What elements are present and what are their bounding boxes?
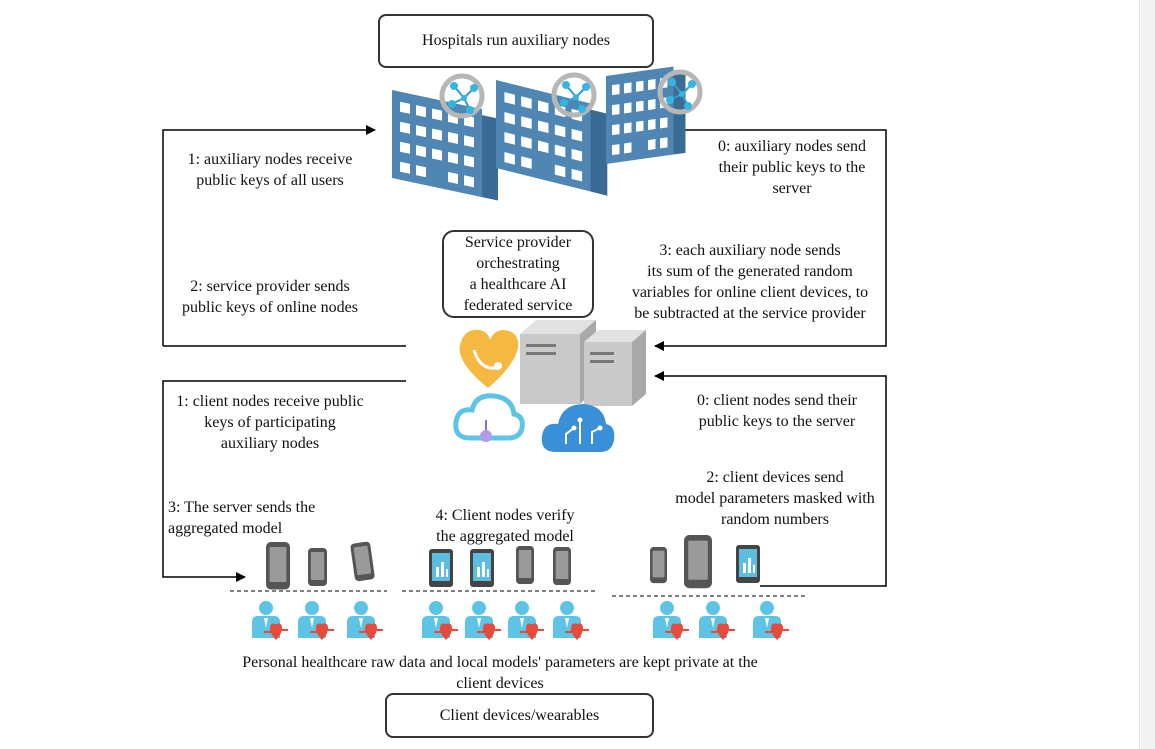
patient-heartbeat-icon — [251, 600, 289, 641]
label-clients-verify: 4: Client nodes verify the aggregated mo… — [435, 507, 575, 545]
smartphone-icon — [308, 548, 327, 586]
smartphone-icon — [553, 547, 571, 585]
patient-heartbeat-icon — [346, 600, 384, 641]
cloud-icon — [453, 393, 525, 442]
patient-heartbeat-icon — [552, 600, 590, 641]
label-client-send-params: 2: client devices send model parameters … — [675, 469, 875, 528]
arrow-client-send-keys — [654, 371, 887, 587]
line-client-receive-keys — [162, 380, 406, 582]
label-privacy-note: Personal healthcare raw data and local m… — [242, 654, 758, 692]
tablet-icon — [736, 545, 760, 583]
patient-heartbeat-icon — [752, 600, 790, 641]
patient-heartbeat-icon — [464, 600, 502, 641]
vertical-scrollbar[interactable] — [1139, 0, 1155, 749]
patient-heartbeat-icon — [421, 600, 459, 641]
smartphone-icon — [684, 535, 712, 589]
label-server-sends-model: 3: The server sends the aggregated model — [168, 499, 316, 537]
arrow-aux-receive-keys — [162, 125, 376, 346]
server-icon — [584, 330, 646, 406]
service-provider-box: Service provider orchestrating a healthc… — [442, 230, 594, 318]
patient-heartbeat-icon — [507, 600, 545, 641]
cloud-circuit-icon — [541, 404, 615, 452]
label-client-send-keys: 0: client nodes send their public keys t… — [697, 392, 857, 430]
smartphone-icon — [516, 546, 534, 584]
label-aux-receive-keys: 1: auxiliary nodes receive public keys o… — [187, 151, 353, 189]
label-aux-sum-random: 3: each auxiliary node sends its sum of … — [631, 242, 869, 322]
patient-heartbeat-icon — [652, 600, 690, 641]
patient-heartbeat-icon — [297, 600, 335, 641]
hospitals-box: Hospitals run auxiliary nodes — [378, 14, 654, 68]
label-sp-sends-keys: 2: service provider sends public keys of… — [182, 278, 358, 316]
heart-stethoscope-icon — [459, 329, 519, 388]
tablet-icon — [429, 549, 453, 587]
tablet-icon — [470, 549, 494, 587]
arrow-aux-send-keys — [654, 129, 887, 351]
client-devices-box: Client devices/wearables — [385, 693, 654, 738]
smartphone-icon — [350, 541, 376, 582]
patient-heartbeat-icon — [698, 600, 736, 641]
smartphone-icon — [650, 547, 667, 584]
smartphone-icon — [266, 542, 290, 590]
label-aux-send-keys: 0: auxiliary nodes send their public key… — [718, 138, 866, 197]
label-client-receive-keys: 1: client nodes receive public keys of p… — [176, 393, 364, 452]
